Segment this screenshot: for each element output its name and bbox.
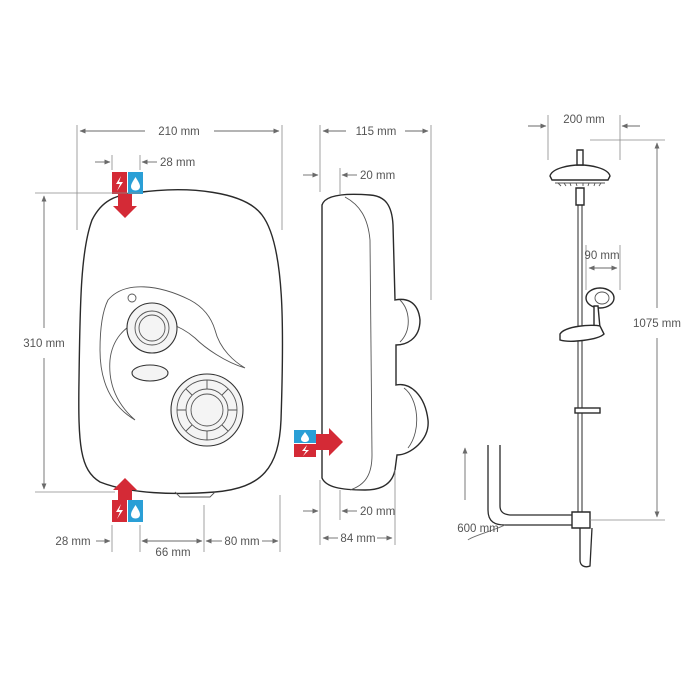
riser-kit: 200 mm 90 mm 1075 mm 600 mm [457, 114, 681, 568]
top-inlet-offset-label: 28 mm [160, 157, 195, 169]
side-bottom-depth-label: 84 mm [340, 533, 375, 545]
top-inlet [112, 172, 143, 218]
head-joint [575, 187, 585, 206]
bottom-tab [174, 491, 216, 498]
side-depth-label: 115 mm [356, 126, 397, 138]
pole-clamp [574, 407, 601, 414]
hose-length-label: 600 mm [457, 523, 499, 535]
front-width-label: 210 mm [158, 126, 200, 138]
up-arrow-icon [113, 478, 137, 500]
flow-knob [170, 373, 244, 447]
front-view: 210 mm 28 mm 310 mm 28 mm 66 mm 80 mm [23, 125, 284, 559]
bottom-spacing-a-label: 66 mm [155, 547, 190, 559]
side-top-offset-label: 20 mm [360, 170, 395, 182]
oval-button [131, 364, 169, 382]
side-inlet [294, 428, 343, 457]
down-arrow-icon [113, 194, 137, 218]
bottom-spacing-b-label: 80 mm [224, 536, 259, 548]
shower-hose [487, 445, 572, 526]
shower-head [549, 149, 611, 187]
right-arrow-icon [316, 428, 343, 456]
slider-bracket [559, 324, 605, 342]
front-height-label: 310 mm [23, 338, 65, 350]
side-view: 115 mm 20 mm 20 mm 84 mm [294, 125, 432, 545]
lower-pipe [579, 527, 593, 568]
head-width-label: 200 mm [563, 114, 605, 126]
bottom-inlet-offset-label: 28 mm [55, 536, 90, 548]
temperature-knob [126, 302, 178, 354]
handset-offset-label: 90 mm [584, 250, 619, 262]
indicator-dot [127, 293, 137, 303]
side-bottom-offset-label: 20 mm [360, 506, 395, 518]
side-body-outline [321, 193, 429, 491]
side-contour [344, 196, 373, 491]
front-body-outline [78, 189, 284, 495]
riser-height-label: 1075 mm [633, 318, 681, 330]
side-knob-edges [399, 299, 418, 449]
handset [559, 287, 615, 342]
wall-elbow [571, 511, 591, 529]
bottom-inlet [112, 478, 143, 522]
